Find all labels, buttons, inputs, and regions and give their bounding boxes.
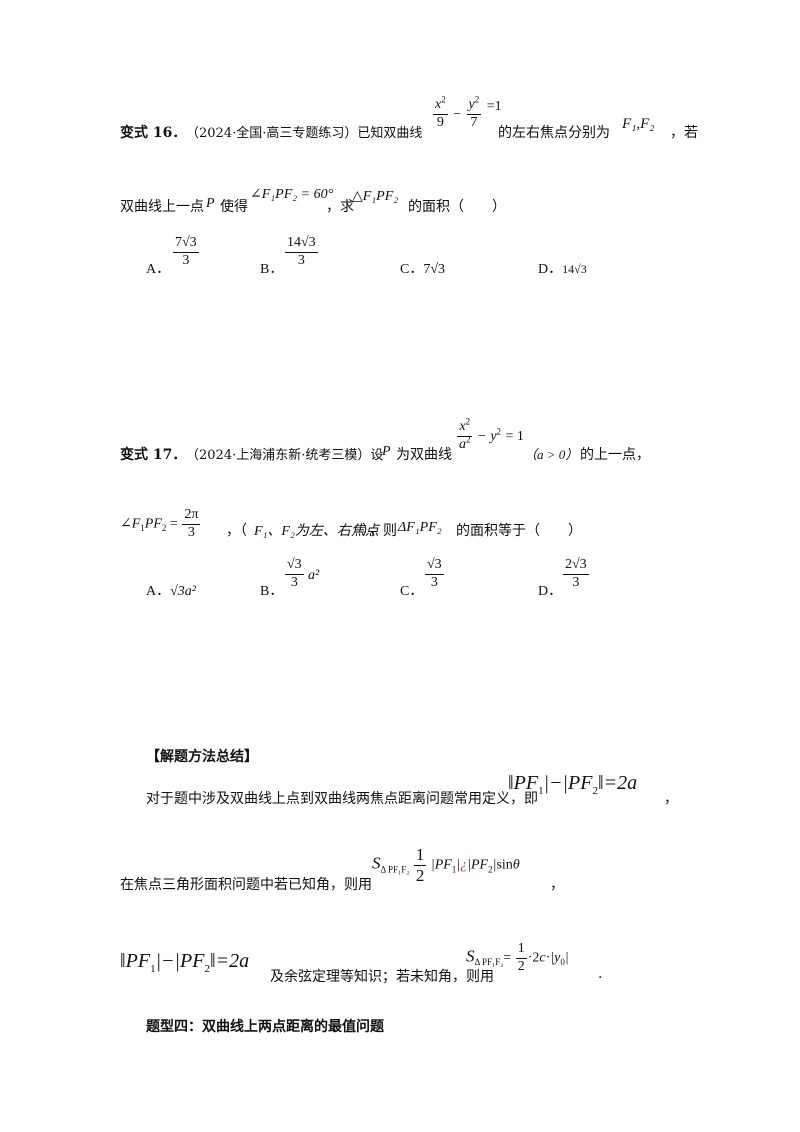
- q17-line2-text-c: 的面积等于（ ）: [456, 523, 582, 539]
- q17-text1: 为双曲线: [396, 447, 452, 463]
- q16-line2-text-c: ，求: [326, 199, 354, 215]
- summary-heading: 【解题方法总结】: [146, 749, 258, 765]
- q17-condition: （a > 0）: [524, 447, 579, 462]
- q16-foci: F₁,F₂: [622, 116, 655, 132]
- section-title: 题型四：双曲线上两点距离的最值问题: [146, 1019, 384, 1035]
- q16-line2-text-d: 的面积（ ）: [408, 199, 506, 215]
- q17-triangle: ΔF₁PF₂: [398, 520, 442, 535]
- q16-line2-text-b: 使得: [220, 199, 248, 215]
- q17-line2-text-b: ），则: [362, 523, 397, 539]
- q17-option-a[interactable]: A．√3a²: [146, 584, 197, 599]
- q16-angle: ∠F₁PF₂ = 60°: [250, 187, 334, 202]
- summary-definition-formula-2: ‖PF1|−|PF2‖=2a: [120, 950, 250, 975]
- q17-line2-text-a: ，（: [226, 523, 247, 539]
- q16-option-c[interactable]: C．7√3: [400, 262, 446, 277]
- q17-point-p: P: [382, 444, 391, 459]
- q17-foci-note: F₁、F₂为左、右焦点: [254, 524, 379, 539]
- q16-point-p: P: [206, 196, 215, 211]
- q16-label: 变式 16．: [120, 125, 187, 141]
- q16-text2: ，若: [670, 125, 698, 141]
- q17-text2: 的上一点，: [580, 447, 650, 463]
- q16-triangle: △F₁PF₂: [352, 189, 399, 204]
- summary-definition-formula: ‖PF1|−|PF2‖=2a: [508, 772, 638, 797]
- q16-option-d[interactable]: D．14√3: [538, 262, 587, 277]
- q16-line2-text-a: 双曲线上一点: [120, 199, 204, 215]
- q17-label: 变式 17．: [120, 447, 187, 463]
- q16-text1: 的左右焦点分别为: [498, 125, 610, 141]
- q16-source: （2024·全国·高三专题练习）已知双曲线: [186, 126, 423, 141]
- q17-source: （2024·上海浦东新·统考三模）设: [186, 448, 384, 463]
